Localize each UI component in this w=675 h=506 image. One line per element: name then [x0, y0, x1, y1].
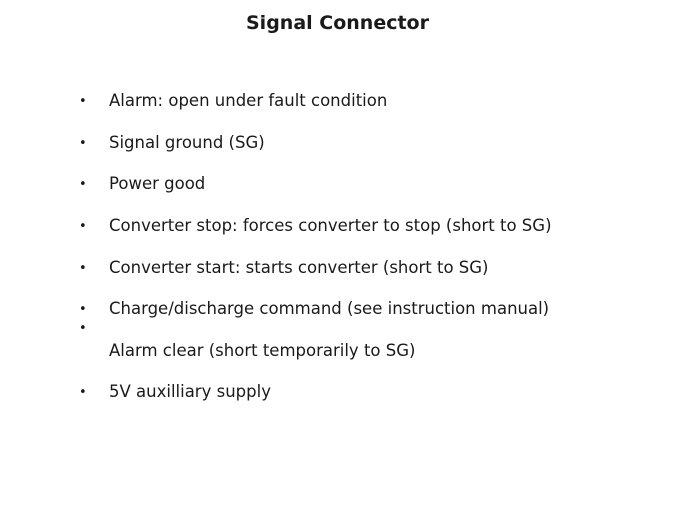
bullet-marker: •: [79, 261, 87, 276]
bullet-marker: •: [79, 94, 87, 109]
slide-title: Signal Connector: [246, 12, 429, 34]
list-item-charge-discharge: Charge/discharge command (see instructio…: [109, 299, 550, 318]
list-item-converter-start: Converter start: starts converter (short…: [109, 258, 489, 277]
list-item-converter-stop: Converter stop: forces converter to stop…: [109, 216, 552, 235]
list-item-5v-supply: 5V auxilliary supply: [109, 382, 271, 401]
bullet-marker: •: [79, 219, 87, 234]
bullet-marker: •: [79, 177, 87, 192]
bullet-marker: •: [79, 136, 87, 151]
list-item-alarm-clear: Alarm clear (short temporarily to SG): [109, 341, 416, 360]
bullet-marker: •: [79, 302, 87, 317]
list-item-power-good: Power good: [109, 174, 206, 193]
list-item-signal-ground: Signal ground (SG): [109, 133, 265, 152]
bullet-marker: •: [79, 321, 87, 336]
bullet-marker: •: [79, 385, 87, 400]
list-item-alarm: Alarm: open under fault condition: [109, 91, 388, 110]
